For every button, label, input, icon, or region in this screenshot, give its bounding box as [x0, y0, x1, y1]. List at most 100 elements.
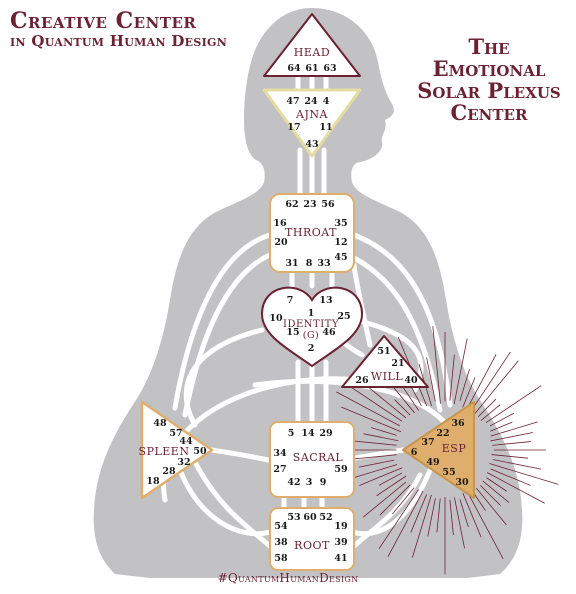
gate-24: 24	[304, 96, 318, 107]
burst-ray	[378, 472, 403, 486]
spleen-label: SPLEEN	[139, 445, 190, 458]
burst-ray	[392, 487, 415, 515]
burst-ray	[379, 484, 411, 516]
gate-37: 37	[421, 437, 434, 448]
gate-59: 59	[334, 464, 348, 475]
sacral-label: SACRAL	[293, 451, 344, 464]
gate-36: 36	[451, 418, 465, 429]
burst-ray	[454, 497, 465, 549]
burst-ray	[490, 468, 531, 486]
head-label: HEAD	[294, 46, 330, 59]
gate-13: 13	[319, 295, 332, 306]
burst-ray	[410, 494, 427, 533]
gate-39: 39	[334, 537, 348, 548]
gate-48: 48	[153, 418, 167, 429]
gate-4: 4	[323, 96, 330, 107]
gate-62: 62	[285, 199, 298, 210]
burst-ray	[359, 467, 403, 486]
gate-16: 16	[273, 218, 287, 229]
burst-ray	[351, 440, 397, 446]
burst-ray	[482, 480, 510, 503]
gate-19: 19	[334, 521, 348, 532]
gate-46: 46	[322, 327, 336, 338]
hashtag-footer: #QuantumHumanDesign	[217, 571, 359, 585]
gate-25: 25	[337, 311, 350, 322]
gate-45: 45	[334, 252, 347, 263]
root-center[interactable]: 53 60 52 54 19 38 ROOT 39 58 41	[269, 507, 355, 571]
esp-center[interactable]: 36 22 37 ESP 6 49 55 30	[402, 401, 475, 499]
gate-50: 50	[193, 446, 207, 457]
gate-53: 53	[287, 512, 300, 523]
title-line-1: Creative Center	[10, 8, 197, 34]
burst-ray	[411, 494, 432, 558]
identity-sub-label: (G)	[303, 330, 320, 341]
burst-ray	[489, 412, 514, 427]
center-title-line-1: The	[468, 34, 510, 59]
gate-57: 57	[169, 428, 182, 439]
gate-27: 27	[273, 464, 286, 475]
ajna-center[interactable]: 47 24 4 AJNA 17 11 43	[262, 88, 362, 158]
gate-30: 30	[455, 477, 469, 488]
will-center[interactable]: 51 21 26 WILL 40	[341, 335, 429, 388]
burst-ray	[472, 351, 511, 409]
gate-20: 20	[274, 237, 288, 248]
gate-40: 40	[404, 375, 418, 386]
gate-17: 17	[287, 122, 300, 133]
gate-63: 63	[323, 63, 336, 74]
gate-52: 52	[319, 512, 332, 523]
gate-32: 32	[177, 457, 190, 468]
throat-label: THROAT	[285, 226, 337, 239]
sacral-center[interactable]: 5 14 29 34 SACRAL 27 59 42 3 9	[269, 421, 355, 498]
gate-23: 23	[303, 199, 316, 210]
burst-ray	[485, 385, 542, 423]
gate-10: 10	[269, 313, 283, 324]
burst-ray	[477, 398, 497, 418]
burst-ray	[453, 338, 468, 405]
gate-60: 60	[303, 512, 317, 523]
burst-ray	[492, 441, 531, 446]
identity-center[interactable]: 7 13 1 10 25 IDENTITY 15 (G) 46 2	[260, 286, 364, 368]
burst-ray	[449, 354, 455, 401]
gate-22: 22	[436, 428, 449, 439]
channels	[161, 75, 464, 551]
gate-56: 56	[321, 199, 335, 210]
burst-ray	[480, 404, 501, 421]
burst-ray	[378, 489, 419, 549]
burst-ray	[490, 421, 513, 432]
gate-15: 15	[286, 327, 299, 338]
center-title-line-4: Center	[450, 100, 528, 125]
burst-ray	[491, 454, 529, 459]
root-label: ROOT	[294, 539, 330, 552]
center-title: The Emotional Solar Plexus Center	[414, 36, 564, 124]
gate-9: 9	[320, 477, 327, 488]
gate-44: 44	[179, 436, 193, 447]
gate-14: 14	[301, 428, 315, 439]
burst-ray	[363, 433, 399, 442]
gate-61: 61	[305, 63, 318, 74]
gate-38: 38	[274, 537, 288, 548]
throat-center[interactable]: 62 23 56 16 35 THROAT 20 12 45 31 8 33	[269, 193, 355, 273]
burst-ray	[492, 459, 542, 470]
gate-49: 49	[426, 457, 440, 468]
esp-label: ESP	[442, 442, 467, 455]
ajna-label: AJNA	[295, 108, 328, 121]
spleen-center[interactable]: 48 57 44 SPLEEN 50 32 28 18	[139, 400, 214, 500]
head-center[interactable]: HEAD 64 61 63	[263, 13, 361, 77]
gate-26: 26	[355, 375, 369, 386]
burst-ray	[426, 357, 436, 402]
gate-5: 5	[288, 428, 295, 439]
gate-51: 51	[377, 346, 390, 357]
will-label: WILL	[371, 370, 403, 383]
burst-ray	[480, 485, 501, 506]
burst-ray	[489, 463, 559, 485]
gate-6: 6	[411, 447, 418, 458]
burst-ray	[341, 406, 402, 433]
gate-47: 47	[286, 96, 299, 107]
gate-58: 58	[274, 553, 288, 564]
esp-burst	[328, 326, 559, 575]
gate-33: 33	[317, 258, 330, 269]
burst-ray	[432, 326, 441, 404]
burst-ray	[468, 495, 504, 559]
gate-2: 2	[308, 343, 315, 354]
burst-ray	[476, 487, 507, 526]
